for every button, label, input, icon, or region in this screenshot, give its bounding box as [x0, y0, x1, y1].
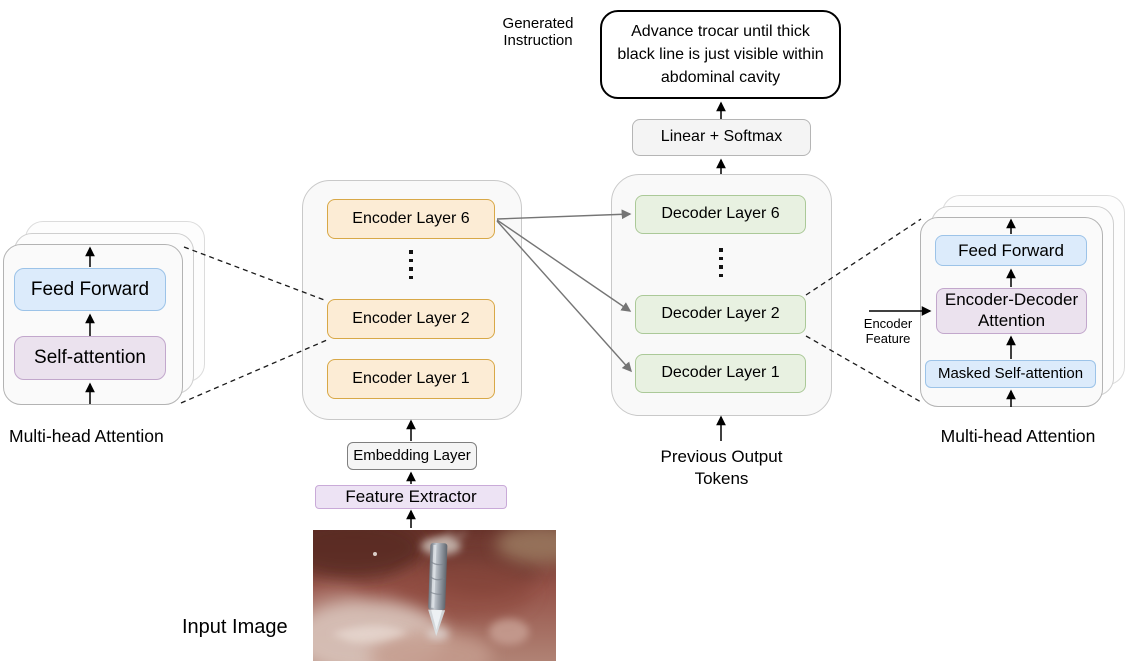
- linear-softmax-box: Linear + Softmax: [632, 119, 811, 156]
- encoder-multi-head-attention-caption: Multi-head Attention: [9, 426, 164, 446]
- linear-softmax-text: Linear + Softmax: [660, 128, 783, 146]
- encoder-layer-1-text: Encoder Layer 1: [352, 369, 470, 387]
- generated-instruction-label: Generated Instruction: [502, 15, 574, 49]
- encoder-feed-forward-text: Feed Forward: [30, 278, 150, 300]
- decoder-ellipsis-dots: [719, 248, 723, 277]
- encoder-ellipsis-dots: [409, 250, 413, 279]
- input-image: [313, 530, 556, 661]
- encoder-self-attention-box: Self-attention: [14, 336, 166, 380]
- encoder-layer-2-box: Encoder Layer 2: [327, 299, 495, 339]
- decoder-layer-1-box: Decoder Layer 1: [635, 354, 806, 393]
- decoder-feed-forward-text: Feed Forward: [958, 240, 1064, 260]
- encoder-feature-label: Encoder Feature: [863, 316, 913, 346]
- decoder-feed-forward-box: Feed Forward: [935, 235, 1087, 266]
- decoder-layer-6-text: Decoder Layer 6: [661, 205, 780, 223]
- feature-extractor-box: Feature Extractor: [315, 485, 507, 509]
- generated-instruction-text: Advance trocar until thick black line is…: [617, 23, 824, 86]
- decoder-layer-2-text: Decoder Layer 2: [661, 305, 780, 323]
- masked-self-attention-box: Masked Self-attention: [925, 360, 1096, 388]
- embedding-layer-text: Embedding Layer: [353, 447, 471, 465]
- decoder-layer-6-box: Decoder Layer 6: [635, 195, 806, 234]
- decoder-layer-2-box: Decoder Layer 2: [635, 295, 806, 334]
- encoder-layer-2-text: Encoder Layer 2: [352, 309, 470, 327]
- feature-extractor-text: Feature Extractor: [345, 487, 477, 507]
- generated-instruction-box: Advance trocar until thick black line is…: [600, 10, 841, 99]
- masked-self-attention-text: Masked Self-attention: [937, 365, 1084, 383]
- embedding-layer-box: Embedding Layer: [347, 442, 477, 470]
- input-image-label: Input Image: [182, 616, 288, 638]
- previous-output-tokens-label: Previous Output Tokens: [660, 447, 783, 488]
- encoder-layer-6-text: Encoder Layer 6: [352, 209, 470, 227]
- encoder-feed-forward-box: Feed Forward: [14, 268, 166, 311]
- encoder-decoder-attention-box: Encoder-Decoder Attention: [936, 288, 1087, 334]
- encoder-layer-6-box: Encoder Layer 6: [327, 199, 495, 239]
- encoder-self-attention-text: Self-attention: [34, 347, 146, 369]
- decoder-layer-1-text: Decoder Layer 1: [661, 364, 780, 382]
- encoder-layer-1-box: Encoder Layer 1: [327, 359, 495, 399]
- decoder-multi-head-attention-caption: Multi-head Attention: [940, 426, 1096, 446]
- encoder-decoder-attention-text: Encoder-Decoder Attention: [944, 290, 1079, 330]
